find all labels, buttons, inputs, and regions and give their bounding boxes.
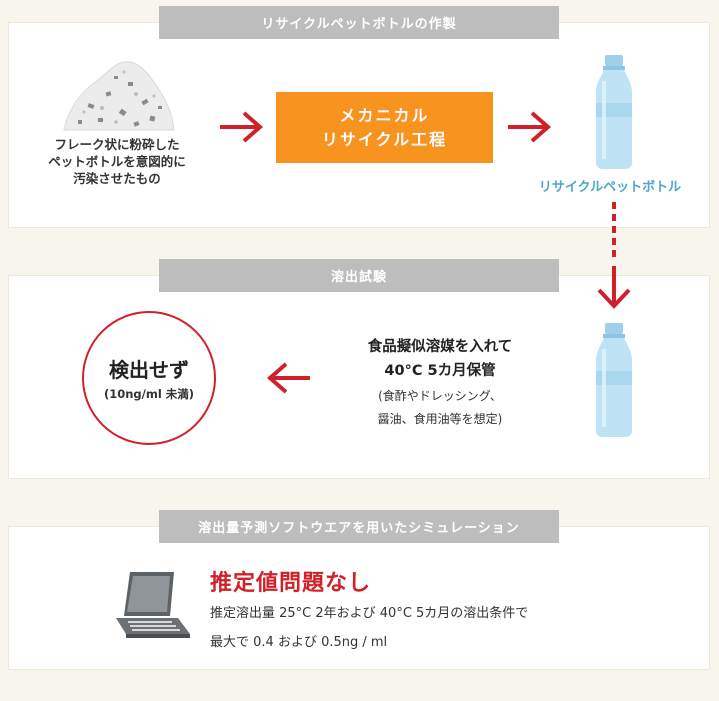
storage-conditions: 食品擬似溶媒を入れて 40°C 5カ月保管 (食酢やドレッシング、 醤油、食用油… — [367, 339, 513, 426]
section-label-production: リサイクルペットボトルの作製 — [159, 6, 559, 39]
red-arrow-left-icon — [266, 362, 310, 394]
plastic-flakes-icon — [63, 61, 175, 131]
section-label-elution-test: 溶出試験 — [159, 259, 559, 292]
simulation-result: 推定値問題なし 推定溶出量 25°C 2年および 40°C 5カ月の溶出条件で … — [210, 571, 529, 650]
pet-bottle-icon — [596, 55, 632, 169]
flake-caption: フレーク状に粉砕した ペットボトルを意図的に 汚染させたもの — [48, 137, 186, 186]
laptop-icon — [116, 572, 190, 638]
section-panel-simulation — [8, 526, 710, 670]
recycled-bottle-caption: リサイクルペットボトル — [538, 180, 682, 195]
red-arrow-down-icon — [597, 202, 631, 309]
mechanical-recycling-box: メカニカル リサイクル工程 — [276, 92, 493, 163]
red-arrow-right-icon — [220, 111, 264, 143]
pet-bottle-icon — [596, 323, 632, 437]
section-label-simulation: 溶出量予測ソフトウエアを用いたシミュレーション — [159, 510, 559, 543]
not-detected-result: 検出せず (10ng/ml 未満) — [82, 311, 216, 445]
red-arrow-right-icon — [508, 111, 552, 143]
